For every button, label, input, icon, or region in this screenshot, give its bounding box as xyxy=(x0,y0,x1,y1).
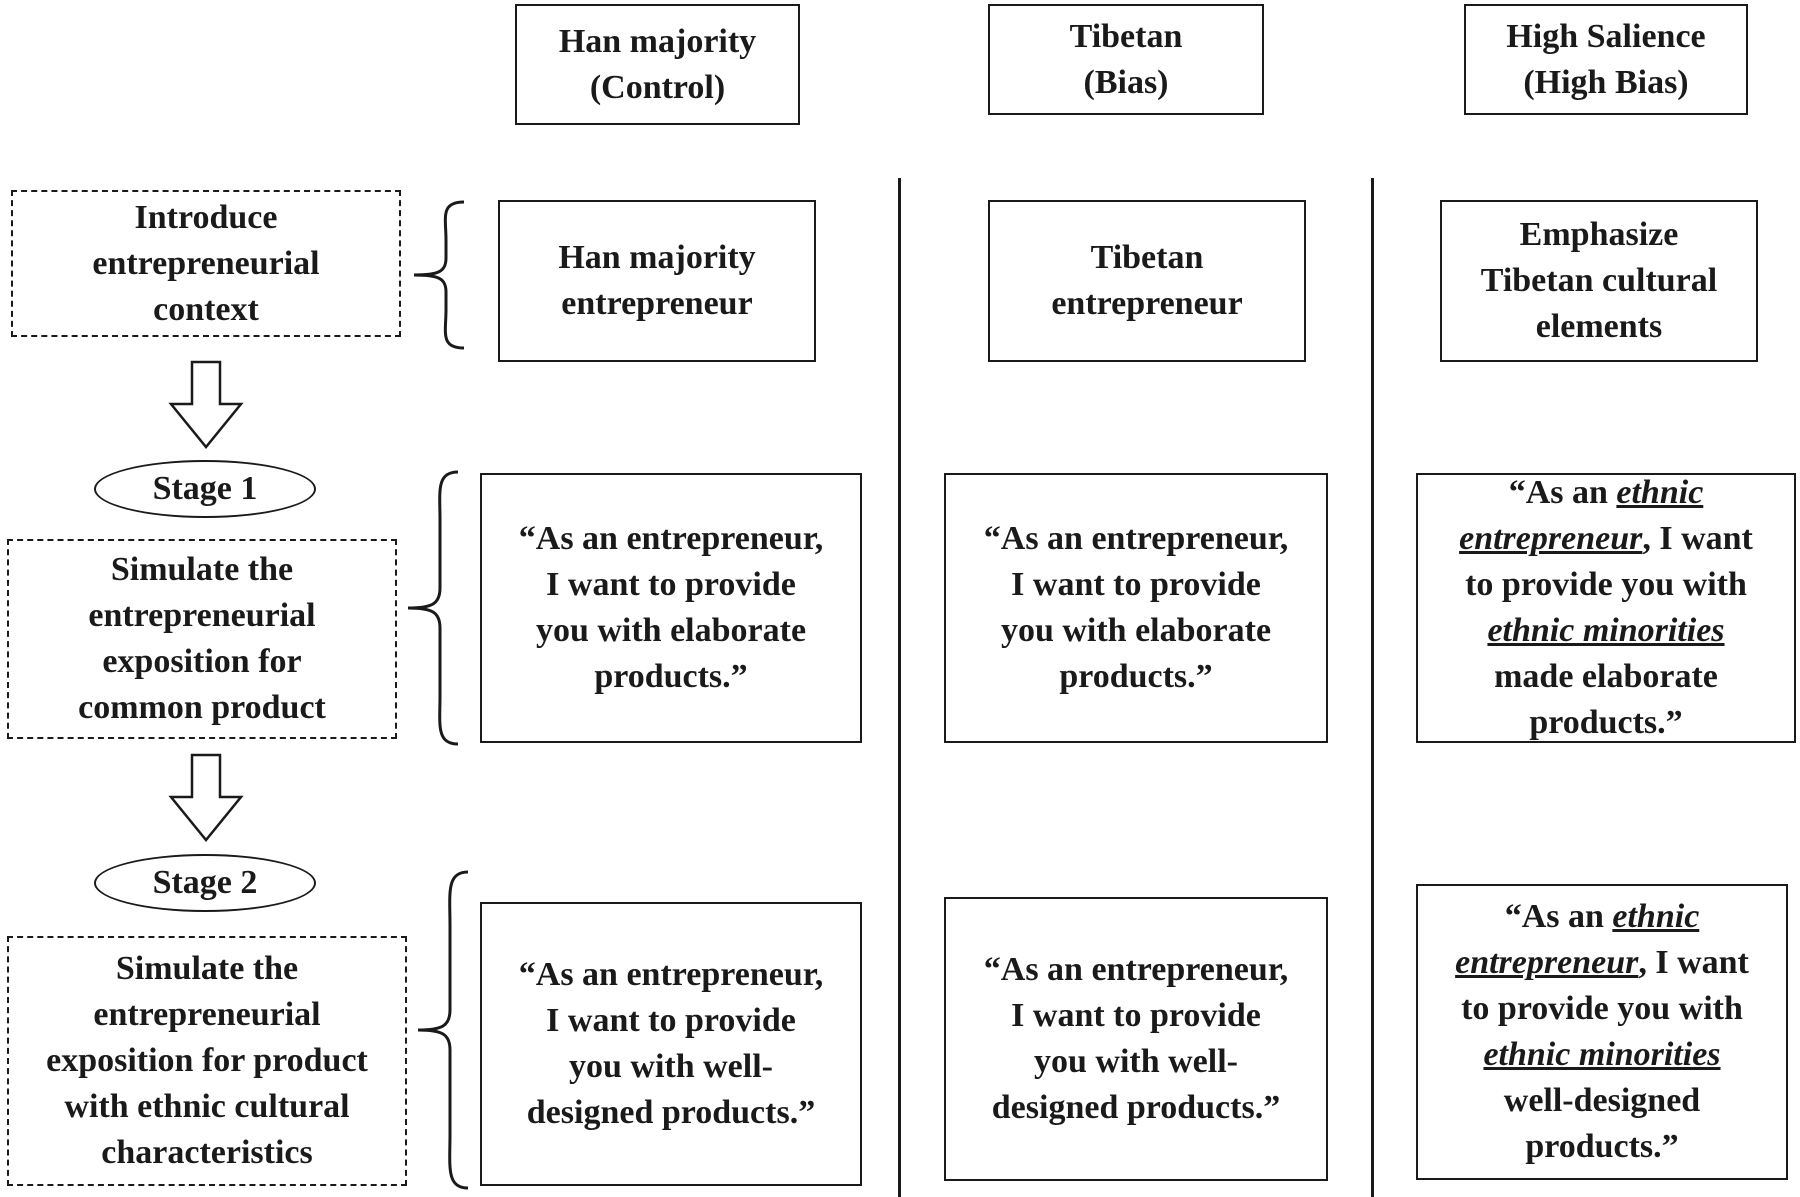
stage1-line-3: exposition for xyxy=(102,643,302,680)
s2-tib-line-2: I want to provide xyxy=(1011,997,1261,1034)
s1-han-line-3: you with elaborate xyxy=(535,612,807,649)
header-high-line2: (High Bias) xyxy=(1523,63,1689,101)
s2-high-line-5: well-designed xyxy=(1503,1082,1701,1119)
header-high-line1: High Salience xyxy=(1506,17,1706,55)
header-han-line1: Han majority xyxy=(558,22,757,60)
stage2-line-5: characteristics xyxy=(101,1134,313,1171)
s1-han-line-4: products.” xyxy=(594,658,748,695)
s2-high-entrepreneur: entrepreneur xyxy=(1455,944,1639,981)
stage2-line-1: Simulate the xyxy=(115,950,299,987)
s1-high-line-3: to provide you with xyxy=(1465,566,1747,603)
s2-tib-line-4: designed products.” xyxy=(991,1089,1281,1126)
context-han-line-1: Han majority xyxy=(558,239,756,276)
stage-2-label: Stage 2 xyxy=(94,854,316,912)
s1-high-line-1a: “As an xyxy=(1508,474,1617,511)
s1-high-line-2: entrepreneur, I want xyxy=(1459,516,1753,562)
stage2-line-3: exposition for product xyxy=(46,1042,368,1079)
context-high-line-2: Tibetan cultural xyxy=(1480,262,1718,299)
stage1-line-4: common product xyxy=(78,689,326,726)
column-divider-1 xyxy=(898,178,901,1197)
s1-tib-line-4: products.” xyxy=(1059,658,1213,695)
s2-high-ethnic: ethnic xyxy=(1612,898,1700,935)
step-introduce-context: Introduce entrepreneurial context xyxy=(11,190,401,337)
s1-high-line-2b: , I want xyxy=(1642,520,1753,557)
s2-high-line-2: entrepreneur, I want xyxy=(1455,940,1749,986)
s2-high-line-1a: “As an xyxy=(1504,898,1613,935)
s2-high-line-1: “As an ethnic xyxy=(1455,894,1749,940)
stage1-line-2: entrepreneurial xyxy=(88,597,316,634)
s2-high-line-6: products.” xyxy=(1525,1128,1679,1165)
brace-stage-2 xyxy=(417,870,469,1190)
s1-high-ethnic: ethnic xyxy=(1616,474,1704,511)
context-tibetan-line-2: entrepreneur xyxy=(1051,285,1243,322)
context-han-entrepreneur: Han majority entrepreneur xyxy=(498,200,816,362)
s2-tib-line-1: “As an entrepreneur, xyxy=(983,951,1289,988)
s1-high-line-4: ethnic minorities xyxy=(1459,608,1753,654)
s1-high-line-1: “As an ethnic xyxy=(1459,470,1753,516)
s1-tib-line-3: you with elaborate xyxy=(1000,612,1272,649)
column-divider-2 xyxy=(1371,178,1374,1197)
s1-high-entrepreneur: entrepreneur xyxy=(1459,520,1643,557)
context-line-3: context xyxy=(153,290,259,328)
down-arrow-1 xyxy=(168,360,244,449)
s2-han-line-2: I want to provide xyxy=(546,1002,796,1039)
stage2-tibetan-statement: “As an entrepreneur, I want to provide you… xyxy=(944,897,1328,1181)
s1-han-line-1: “As an entrepreneur, xyxy=(518,520,824,557)
s2-han-line-1: “As an entrepreneur, xyxy=(518,956,824,993)
s2-high-line-4: ethnic minorities xyxy=(1455,1032,1749,1078)
step-simulate-ethnic-product: Simulate the entrepreneurial exposition fo… xyxy=(7,936,407,1186)
s1-tib-line-2: I want to provide xyxy=(1011,566,1261,603)
s2-han-line-3: you with well- xyxy=(568,1048,773,1085)
context-high-line-1: Emphasize xyxy=(1519,216,1679,253)
brace-context xyxy=(413,200,465,350)
s2-high-line-3: to provide you with xyxy=(1461,990,1743,1027)
header-tibetan-line2: (Bias) xyxy=(1083,63,1169,101)
s1-high-line-5: made elaborate xyxy=(1494,658,1718,695)
down-arrow-2 xyxy=(168,753,244,842)
header-han-line2: (Control) xyxy=(589,68,726,106)
stage2-line-4: with ethnic cultural xyxy=(64,1088,350,1125)
context-high-line-3: elements xyxy=(1535,308,1663,345)
s2-high-line-2b: , I want xyxy=(1638,944,1749,981)
context-line-1: Introduce xyxy=(134,198,278,236)
stage-1-label: Stage 1 xyxy=(94,460,316,518)
header-han-majority: Han majority (Control) xyxy=(515,4,800,125)
stage1-line-1: Simulate the xyxy=(110,551,294,588)
context-han-line-2: entrepreneur xyxy=(561,285,753,322)
stage1-han-statement: “As an entrepreneur, I want to provide you… xyxy=(480,473,862,743)
header-high-salience: High Salience (High Bias) xyxy=(1464,4,1748,115)
s2-tib-line-3: you with well- xyxy=(1033,1043,1238,1080)
s1-high-line-6: products.” xyxy=(1529,704,1683,741)
stage1-tibetan-statement: “As an entrepreneur, I want to provide you… xyxy=(944,473,1328,743)
context-tibetan-line-1: Tibetan xyxy=(1090,239,1204,276)
step-simulate-common-product: Simulate the entrepreneurial exposition fo… xyxy=(7,539,397,739)
s2-han-line-4: designed products.” xyxy=(526,1094,816,1131)
stage2-han-statement: “As an entrepreneur, I want to provide you… xyxy=(480,902,862,1186)
stage2-high-salience-statement: “As an ethnic entrepreneur, I want to pr… xyxy=(1416,884,1788,1180)
header-tibetan-line1: Tibetan xyxy=(1069,17,1183,55)
s1-tib-line-1: “As an entrepreneur, xyxy=(983,520,1289,557)
brace-stage-1 xyxy=(407,470,459,746)
stage2-line-2: entrepreneurial xyxy=(93,996,321,1033)
header-tibetan: Tibetan (Bias) xyxy=(988,4,1264,115)
s1-han-line-2: I want to provide xyxy=(546,566,796,603)
s1-high-ethnic-minorities: ethnic minorities xyxy=(1487,612,1725,649)
stage1-high-salience-statement: “As an ethnic entrepreneur, I want to pr… xyxy=(1416,473,1796,743)
context-line-2: entrepreneurial xyxy=(92,244,320,282)
s2-high-ethnic-minorities: ethnic minorities xyxy=(1483,1036,1721,1073)
context-tibetan-entrepreneur: Tibetan entrepreneur xyxy=(988,200,1306,362)
